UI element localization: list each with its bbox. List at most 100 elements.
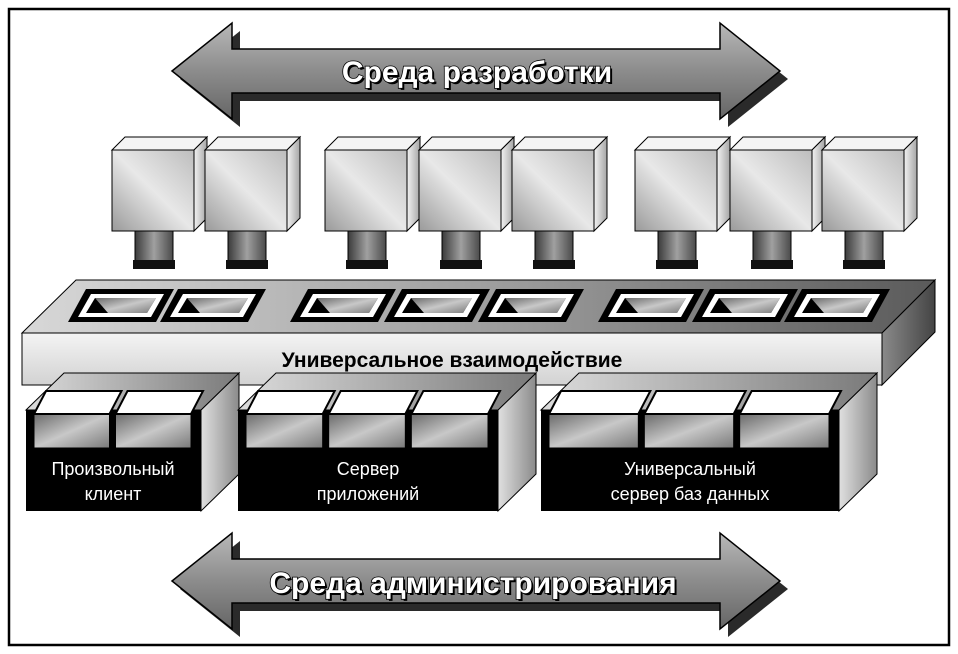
module-slot — [548, 413, 639, 449]
cube-front — [111, 149, 195, 232]
component-cube — [323, 135, 422, 269]
bus-socket — [290, 289, 396, 322]
cube-front — [418, 149, 502, 232]
module-3: Универсальный сервер баз данных — [539, 371, 879, 513]
cube-front — [634, 149, 718, 232]
bottom-arrow-label-shadow: Среда администрирования — [271, 569, 678, 602]
cube-front — [511, 149, 595, 232]
bus-socket — [598, 289, 704, 322]
component-cube — [820, 135, 919, 269]
bus-socket — [784, 289, 890, 322]
module-1: Произвольный клиент — [24, 371, 241, 513]
socket-inner-wall — [505, 298, 566, 313]
bus-label: Универсальное взаимодействие — [282, 349, 623, 372]
module-slot — [245, 413, 324, 449]
module-slot — [33, 413, 110, 449]
module-slot-opening — [113, 390, 205, 415]
module-slot — [115, 413, 192, 449]
top-arrow-label-shadow: Среда разработки — [344, 58, 614, 91]
server-modules: Произвольный клиент Сервер приложений Универ… — [24, 371, 879, 513]
cube-plug — [347, 230, 387, 262]
module-label-line: Универсальный — [624, 459, 756, 479]
cube-plug-tip — [133, 260, 175, 269]
cube-top — [110, 136, 209, 151]
administration-environment-arrow: Среда администрирования Среда администри… — [170, 531, 788, 637]
cube-plug-tip — [843, 260, 885, 269]
module-slot-opening — [244, 390, 337, 415]
development-environment-arrow: Среда разработки Среда разработки — [170, 21, 788, 127]
component-cube — [417, 135, 516, 269]
module-slot — [328, 413, 406, 449]
bus-socket — [692, 289, 798, 322]
module-slot-opening — [32, 390, 124, 415]
cube-side — [593, 135, 608, 233]
socket-inner-wall — [625, 298, 686, 313]
component-cube — [110, 135, 209, 269]
cube-plug — [752, 230, 792, 262]
bottom-arrow-label: Среда администрирования — [269, 567, 676, 600]
bus-side-face — [881, 278, 936, 387]
interaction-bus: Универсальное взаимодействие — [20, 278, 937, 387]
cube-front — [821, 149, 905, 232]
bus-sockets — [68, 289, 890, 322]
top-arrow-shape — [170, 21, 782, 121]
cube-plug — [441, 230, 481, 262]
cube-top — [203, 136, 302, 151]
module-slot-opening — [642, 390, 748, 415]
cube-top — [510, 136, 609, 151]
cube-front — [204, 149, 288, 232]
module-slot-opening — [409, 390, 502, 415]
cube-top — [728, 136, 827, 151]
cube-plug-tip — [751, 260, 793, 269]
bottom-arrow-shape — [170, 531, 782, 631]
cube-plug — [227, 230, 267, 262]
module-label-line: Сервер — [337, 459, 399, 479]
cube-plug — [844, 230, 884, 262]
socket-inner-wall — [187, 298, 248, 313]
socket-inner-wall — [719, 298, 780, 313]
cube-plug — [134, 230, 174, 262]
module-slot — [739, 413, 830, 449]
cube-front — [324, 149, 408, 232]
cube-top — [417, 136, 516, 151]
bus-socket — [68, 289, 174, 322]
component-cubes — [110, 135, 919, 269]
cube-top — [633, 136, 732, 151]
module-label-line: клиент — [85, 484, 142, 504]
module-slot-opening — [738, 390, 843, 415]
cube-side — [406, 135, 421, 233]
socket-inner-wall — [317, 298, 378, 313]
module-slot — [643, 413, 735, 449]
module-label-line: сервер баз данных — [611, 484, 770, 504]
socket-inner-wall — [811, 298, 872, 313]
bus-socket — [478, 289, 584, 322]
module-label-line: Произвольный — [51, 459, 174, 479]
cube-top — [323, 136, 422, 151]
socket-inner-wall — [95, 298, 156, 313]
socket-inner-wall — [411, 298, 472, 313]
cube-side — [903, 135, 918, 233]
component-cube — [510, 135, 609, 269]
cube-side — [716, 135, 731, 233]
cube-plug — [534, 230, 574, 262]
module-slot-opening — [327, 390, 419, 415]
module-slot — [410, 413, 489, 449]
cube-plug-tip — [346, 260, 388, 269]
cube-plug — [657, 230, 697, 262]
cube-plug-tip — [656, 260, 698, 269]
cube-plug-tip — [440, 260, 482, 269]
bus-socket — [160, 289, 266, 322]
bus-socket — [384, 289, 490, 322]
module-label-line: приложений — [317, 484, 419, 504]
cube-side — [286, 135, 301, 233]
cube-plug-tip — [533, 260, 575, 269]
component-cube — [633, 135, 732, 269]
top-arrow-label: Среда разработки — [342, 56, 612, 89]
module-2: Сервер приложений — [236, 371, 538, 513]
cube-top — [820, 136, 919, 151]
component-cube — [203, 135, 302, 269]
cube-plug-tip — [226, 260, 268, 269]
module-slot-opening — [547, 390, 652, 415]
cube-front — [729, 149, 813, 232]
